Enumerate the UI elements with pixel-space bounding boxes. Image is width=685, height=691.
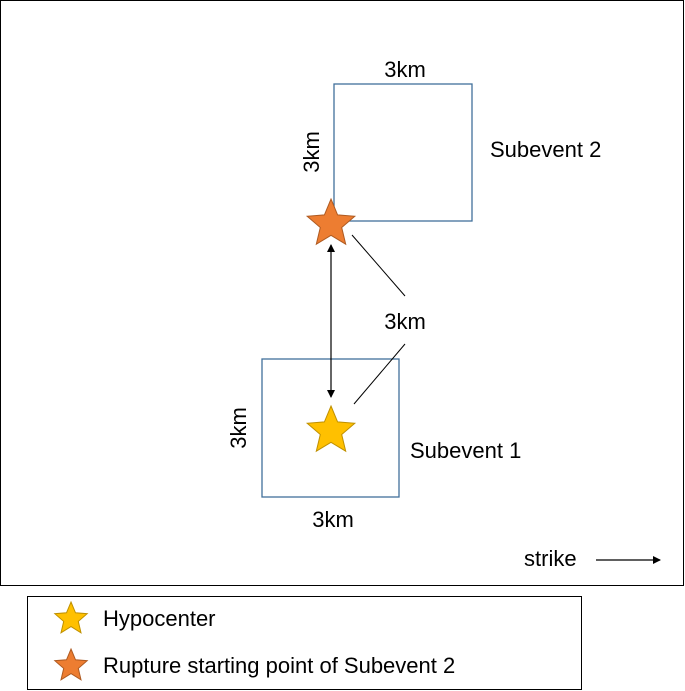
hypocenter-star-icon bbox=[305, 404, 357, 453]
subevent-1-label: Subevent 1 bbox=[410, 438, 521, 463]
strike-label: strike bbox=[524, 546, 577, 571]
distance-label: 3km bbox=[384, 309, 426, 334]
legend-hypocenter-label: Hypocenter bbox=[103, 606, 216, 631]
diagram-frame bbox=[0, 0, 684, 586]
rupture-star-icon bbox=[305, 197, 357, 246]
subevent-2-height-label: 3km bbox=[299, 131, 324, 173]
subevent-2-width-label: 3km bbox=[384, 57, 426, 82]
legend-hypocenter-star-icon bbox=[53, 600, 89, 634]
subevent-1-height-label: 3km bbox=[226, 407, 251, 449]
subevent-1-width-label: 3km bbox=[312, 507, 354, 532]
leader-line-lower bbox=[353, 343, 406, 405]
legend-rupture-star-icon bbox=[53, 647, 89, 681]
subevent-2-label: Subevent 2 bbox=[490, 137, 601, 162]
subevent-2-box bbox=[333, 83, 473, 222]
legend-box bbox=[27, 596, 582, 690]
legend-rupture-label: Rupture starting point of Subevent 2 bbox=[103, 653, 455, 678]
leader-line-upper bbox=[351, 234, 406, 297]
